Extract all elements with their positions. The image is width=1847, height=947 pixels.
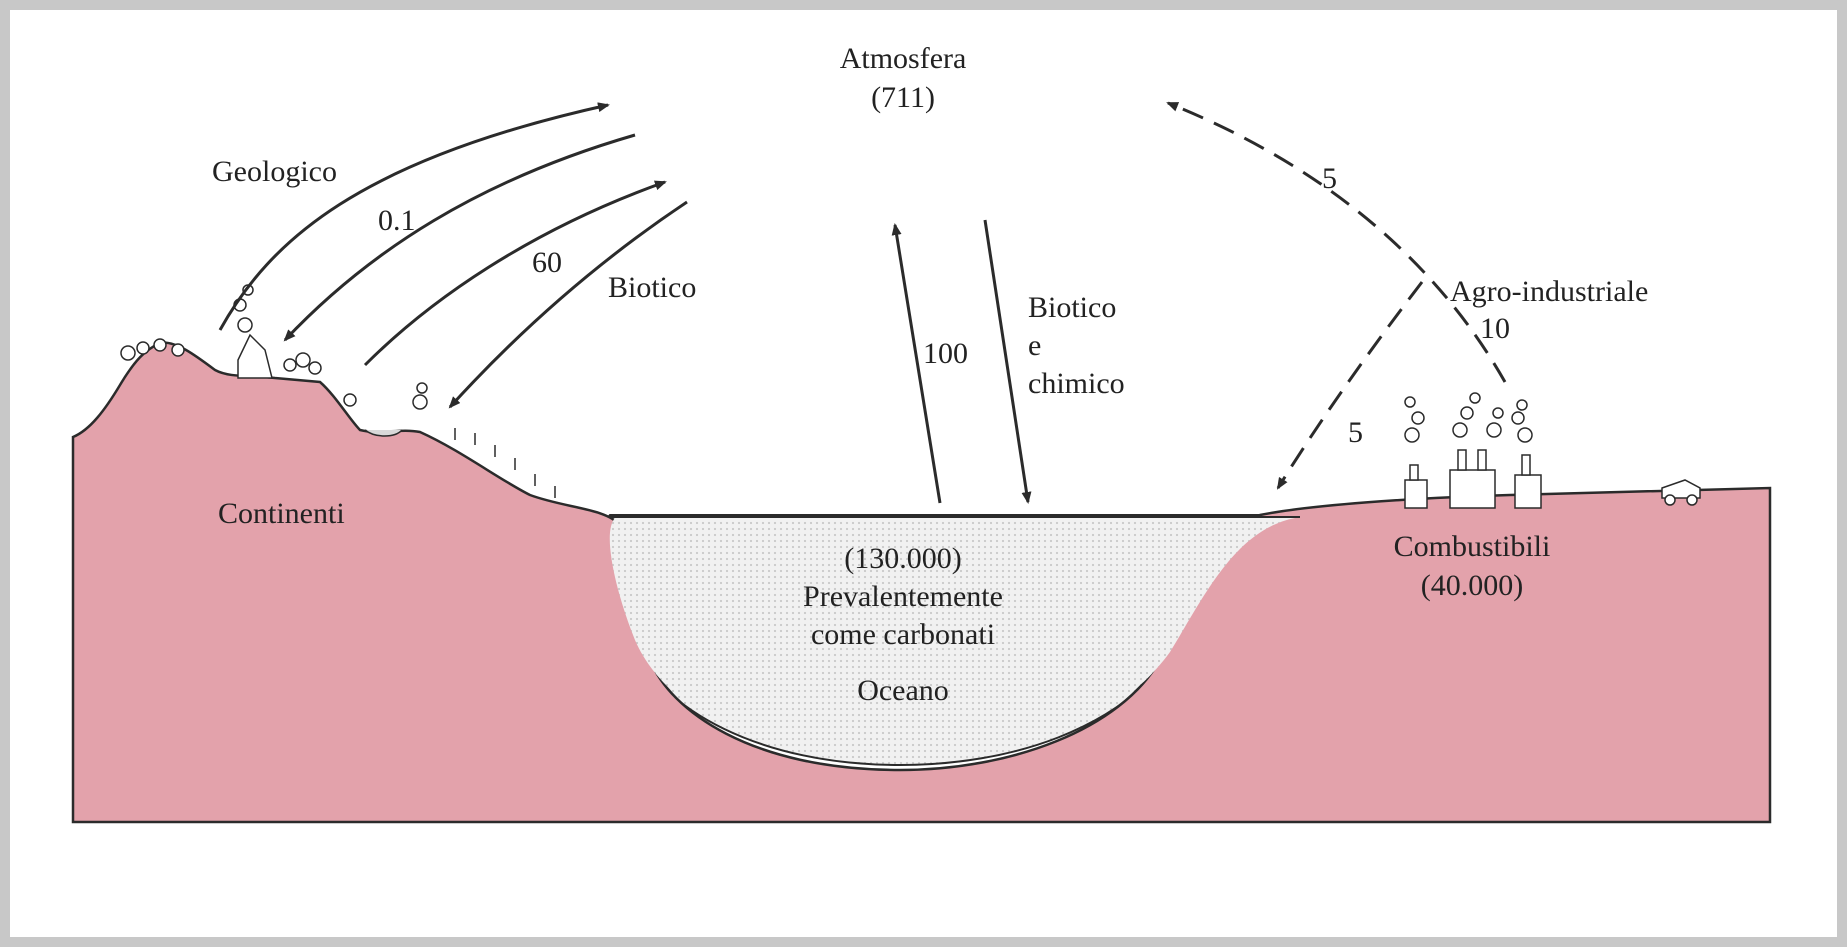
ocean-down-label-1: Biotico [1028, 291, 1116, 324]
rock-icon [238, 335, 272, 378]
atmosphere-amount: (711) [871, 81, 935, 114]
fuels-label: Combustibili [1394, 530, 1551, 563]
ocean-description-2: come carbonati [811, 618, 995, 651]
ocean-amount: (130.000) [844, 542, 961, 575]
geologic-arrow-down [285, 135, 635, 340]
smoke-icon [1405, 393, 1532, 442]
biotic-land-value: 60 [532, 246, 562, 279]
agro-to-ocean-value: 5 [1348, 416, 1363, 449]
biotic-land-label: Biotico [608, 271, 696, 304]
ocean-up-value: 100 [923, 337, 968, 370]
ocean-description-1: Prevalentemente [803, 580, 1003, 613]
geologic-label: Geologico [212, 155, 337, 188]
agro-total-value: 10 [1480, 312, 1510, 345]
atmosphere-title: Atmosfera [840, 42, 967, 75]
ocean-down-label-3: chimico [1028, 367, 1125, 400]
agro-arrow-to-atmosphere [1168, 103, 1505, 382]
agro-arrow-to-ocean [1278, 282, 1422, 488]
agro-label: Agro-industriale [1450, 275, 1648, 308]
diagram-frame: Atmosfera (711) Geologico 0.1 60 Biotico… [10, 10, 1837, 937]
ocean-down-label-2: e [1028, 329, 1041, 362]
ocean-down-arrow [985, 220, 1028, 502]
fuels-amount: (40.000) [1421, 569, 1523, 602]
ocean-label: Oceano [857, 674, 949, 707]
continents-label: Continenti [218, 497, 345, 530]
carbon-cycle-diagram: Atmosfera (711) Geologico 0.1 60 Biotico… [10, 10, 1837, 937]
agro-to-atmosphere-value: 5 [1322, 162, 1337, 195]
biotic-land-arrow-down [450, 202, 687, 407]
geologic-value: 0.1 [378, 204, 416, 237]
